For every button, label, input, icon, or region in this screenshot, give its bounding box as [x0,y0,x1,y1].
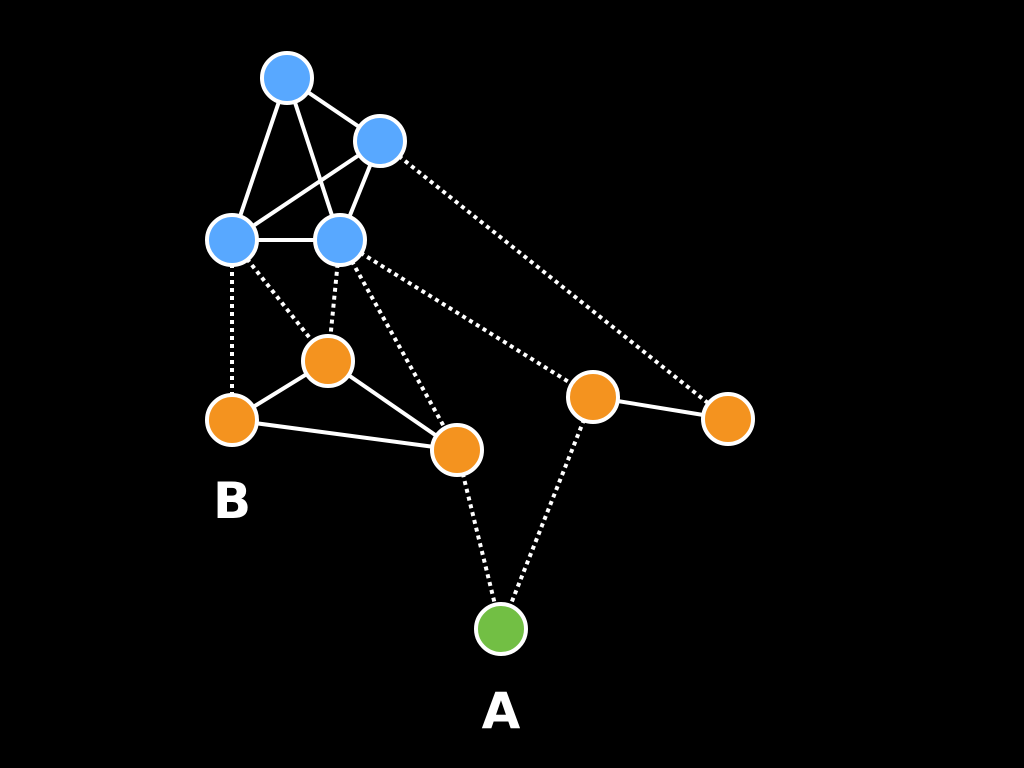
node-blue-b3 [205,213,259,267]
nodes-layer [205,51,755,656]
edge-b2-b3-solid [230,139,382,242]
edge-b4-o4-dotted [338,238,595,399]
node-orange-o2 [205,393,259,447]
node-orange-o3 [430,423,484,477]
node-blue-b4 [313,213,367,267]
edge-o3-g1-dotted [455,449,503,630]
node-blue-b2 [353,114,407,168]
edge-b2-o5-dotted [378,139,730,421]
node-orange-o5 [701,392,755,446]
edge-b1-b4-solid [285,77,342,241]
node-green-g1 [474,602,528,656]
edge-b1-b3-solid [230,77,289,241]
edge-o2-o3-solid [231,418,458,452]
node-orange-o4 [566,370,620,424]
label-a: A [482,682,521,740]
edge-b4-o3-dotted [338,239,459,451]
node-blue-b1 [260,51,314,105]
label-b: B [213,472,251,530]
edge-o4-g1-dotted [499,396,595,630]
node-orange-o1 [301,334,355,388]
